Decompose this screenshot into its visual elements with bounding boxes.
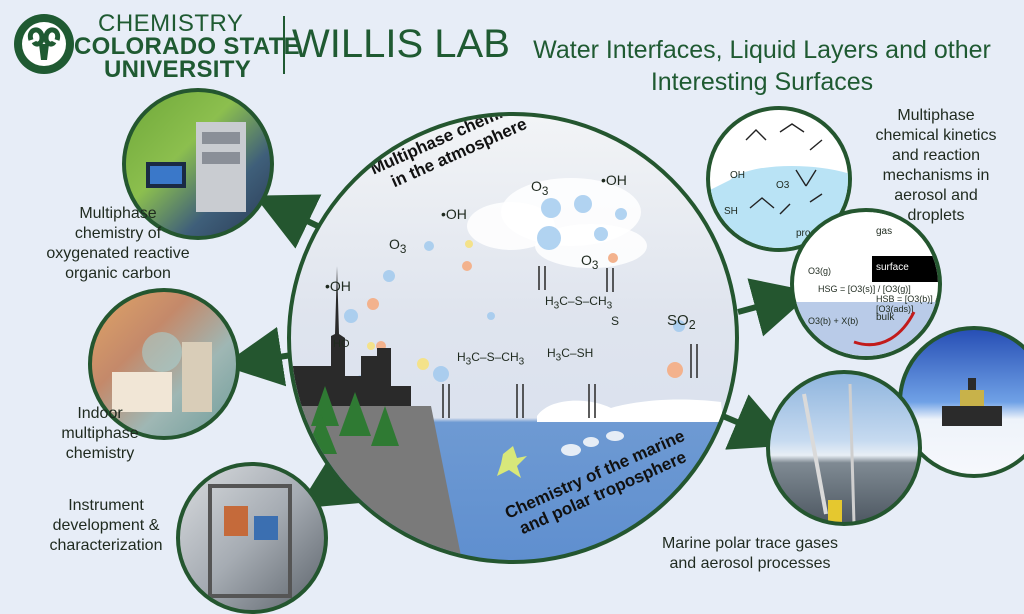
gas-label: gas: [876, 226, 893, 237]
lab-instrument-photo: [122, 88, 274, 240]
university-name-line2: UNIVERSITY: [104, 56, 252, 83]
indoor-scene-illustration: [112, 332, 212, 412]
icebreaker-ship-illustration: [942, 378, 1002, 426]
ozone-cloud: O3: [531, 178, 549, 198]
o3-group-label: O3: [776, 180, 790, 191]
university-name-line1: COLORADO STATE: [74, 33, 300, 60]
ozone-right: O3: [581, 252, 599, 272]
ship-deck-illustration: [802, 383, 856, 522]
dmso-molecule: S: [611, 314, 620, 328]
arrow-to-indoor: [222, 326, 293, 387]
department-name: CHEMISTRY: [98, 10, 244, 37]
dms-molecule-lower: H3C–S–CH3: [457, 350, 525, 368]
label-instrument: Instrument development & characterizatio…: [49, 497, 163, 554]
instrument-photo: [176, 462, 328, 614]
oh-radical-mid: •OH: [441, 206, 467, 222]
header-divider: [283, 16, 285, 74]
atmosphere-scene: [291, 178, 723, 560]
ozone-gas-label: O3(g): [808, 266, 832, 276]
dms-molecule: H3C–S–CH3: [545, 294, 613, 312]
bulk-reaction: O3(b) + X(b): [808, 316, 859, 326]
interface-layers-diagram: gas surface bulk O3(g) HSG = [O3(s)] / […: [790, 208, 942, 360]
label-kinetics: Multiphase chemical kinetics and reactio…: [875, 107, 997, 224]
ship-deck-photo: [766, 370, 922, 526]
oh-group-label: OH: [730, 170, 745, 181]
henry-gas-surface: HSG = [O3(s)] / [O3(g)]: [818, 284, 911, 294]
indoor-chemistry-photo: [88, 288, 240, 440]
lab-equipment-illustration: [146, 122, 246, 212]
label-orc: Multiphase chemistry of oxygenated react…: [46, 205, 190, 282]
atmosphere-circle: Multiphase chemistry in the atmosphere C…: [287, 112, 739, 564]
instrument-frame-illustration: [208, 484, 292, 598]
label-marine-polar: Marine polar trace gases and aerosol pro…: [661, 535, 839, 572]
sulfur-dioxide: SO2: [667, 312, 696, 332]
lab-name: WILLIS LAB: [292, 22, 510, 66]
ram-logo-icon: [14, 14, 74, 74]
bulk-label: bulk: [876, 312, 895, 323]
bulk-layer: [794, 302, 938, 356]
surface-label: surface: [876, 262, 909, 273]
oh-radical-right: •OH: [601, 172, 627, 188]
arrow-to-kinetics: [737, 278, 814, 337]
kinetics-mechanism-diagram: OH SH O3 products: [706, 106, 852, 252]
label-indoor: Indoor multiphase chemistry: [61, 405, 139, 462]
henry-surface-bulk: HSB = [O3(b)] / [O3(ads)]: [876, 294, 938, 314]
oh-radical-left: •OH: [325, 278, 351, 294]
surface-layer: [872, 256, 938, 282]
title-line1: Water Interfaces, Liquid Layers and othe…: [533, 36, 991, 64]
sh-group-label: SH: [724, 206, 738, 217]
page-title: Water Interfaces, Liquid Layers and othe…: [512, 34, 1012, 98]
methanethiol-molecule: H3C–SH: [547, 346, 594, 364]
arrow-to-marine: [716, 394, 793, 450]
title-line2: Interesting Surfaces: [650, 68, 874, 96]
hydroxyl-organic: HO: [333, 338, 350, 350]
ozone-left: O3: [389, 236, 407, 256]
partition-arrow: [853, 311, 916, 347]
